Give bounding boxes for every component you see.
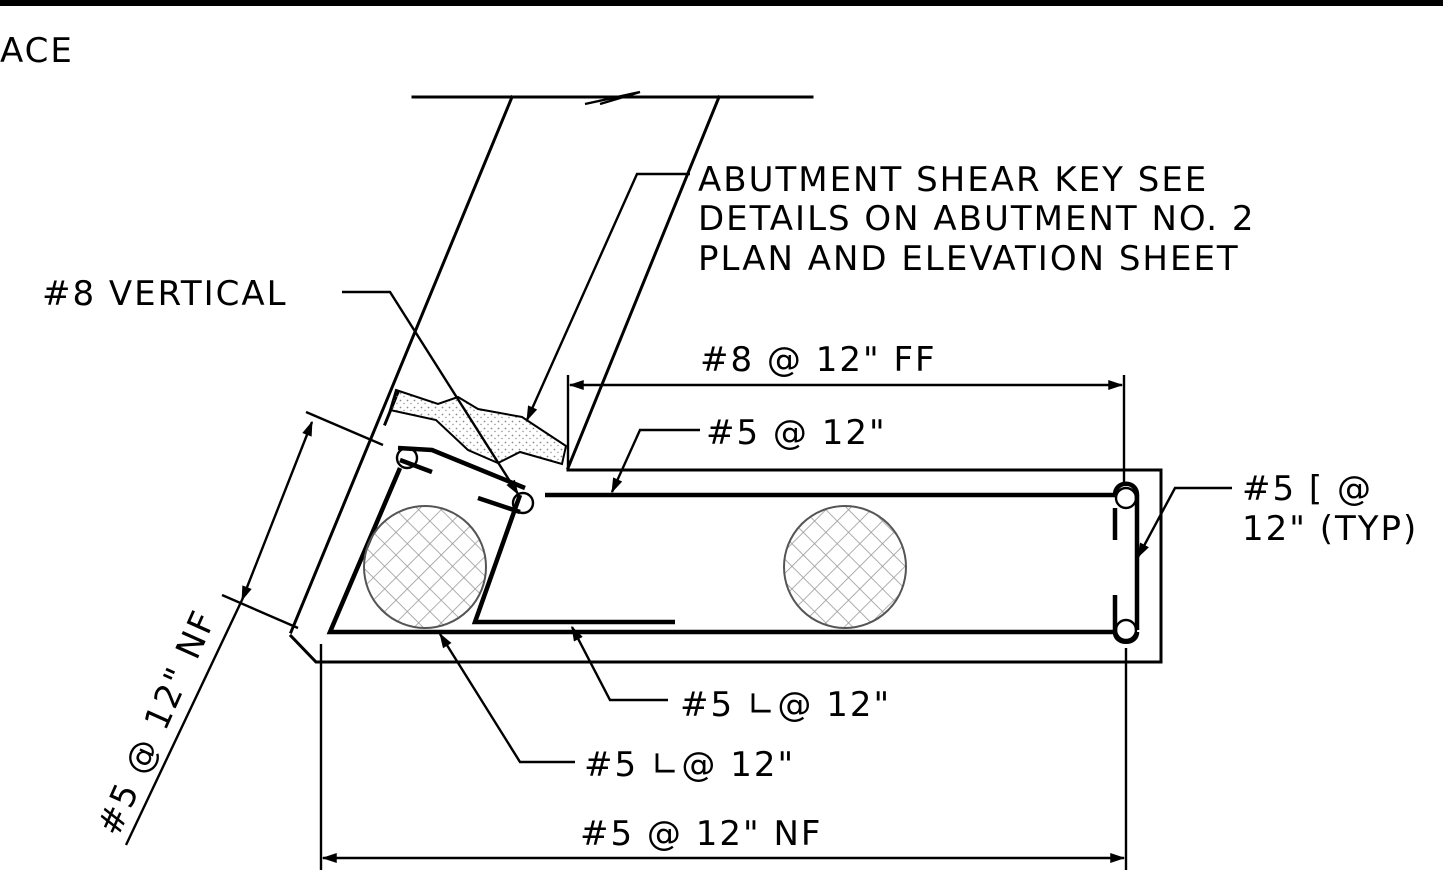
rebar — [326, 445, 1140, 644]
label-hook-bar-line1: #5 [ @ — [1242, 469, 1373, 509]
void-circle-right — [783, 505, 907, 629]
sheet-border-top — [0, 0, 1443, 6]
label-diagonal-dimension: #5 @ 12" NF — [90, 604, 225, 842]
slab-outline — [288, 468, 1163, 664]
label-shear-key-line1: ABUTMENT SHEAR KEY SEE — [698, 160, 1208, 200]
label-hook-bar-line2: 12" (TYP) — [1242, 509, 1418, 549]
shear-key — [388, 388, 568, 466]
label-bottom-dimension: #5 @ 12" NF — [580, 814, 822, 854]
leaders — [342, 172, 1232, 764]
label-shear-key-line3: PLAN AND ELEVATION SHEET — [698, 239, 1240, 279]
label-vertical-bar: #8 VERTICAL — [42, 274, 288, 314]
void-circle-left — [363, 505, 487, 629]
label-top-left-fragment: ACE — [0, 31, 74, 71]
label-l-bar-lower: #5 ∟@ 12" — [584, 745, 795, 785]
label-shear-key-line2: DETAILS ON ABUTMENT NO. 2 — [698, 199, 1256, 239]
label-top-bar: #5 @ 12" — [706, 413, 887, 453]
label-top-dimension: #8 @ 12" FF — [700, 340, 937, 380]
dimensions — [124, 375, 1128, 870]
label-l-bar-upper: #5 ∟@ 12" — [680, 685, 891, 725]
